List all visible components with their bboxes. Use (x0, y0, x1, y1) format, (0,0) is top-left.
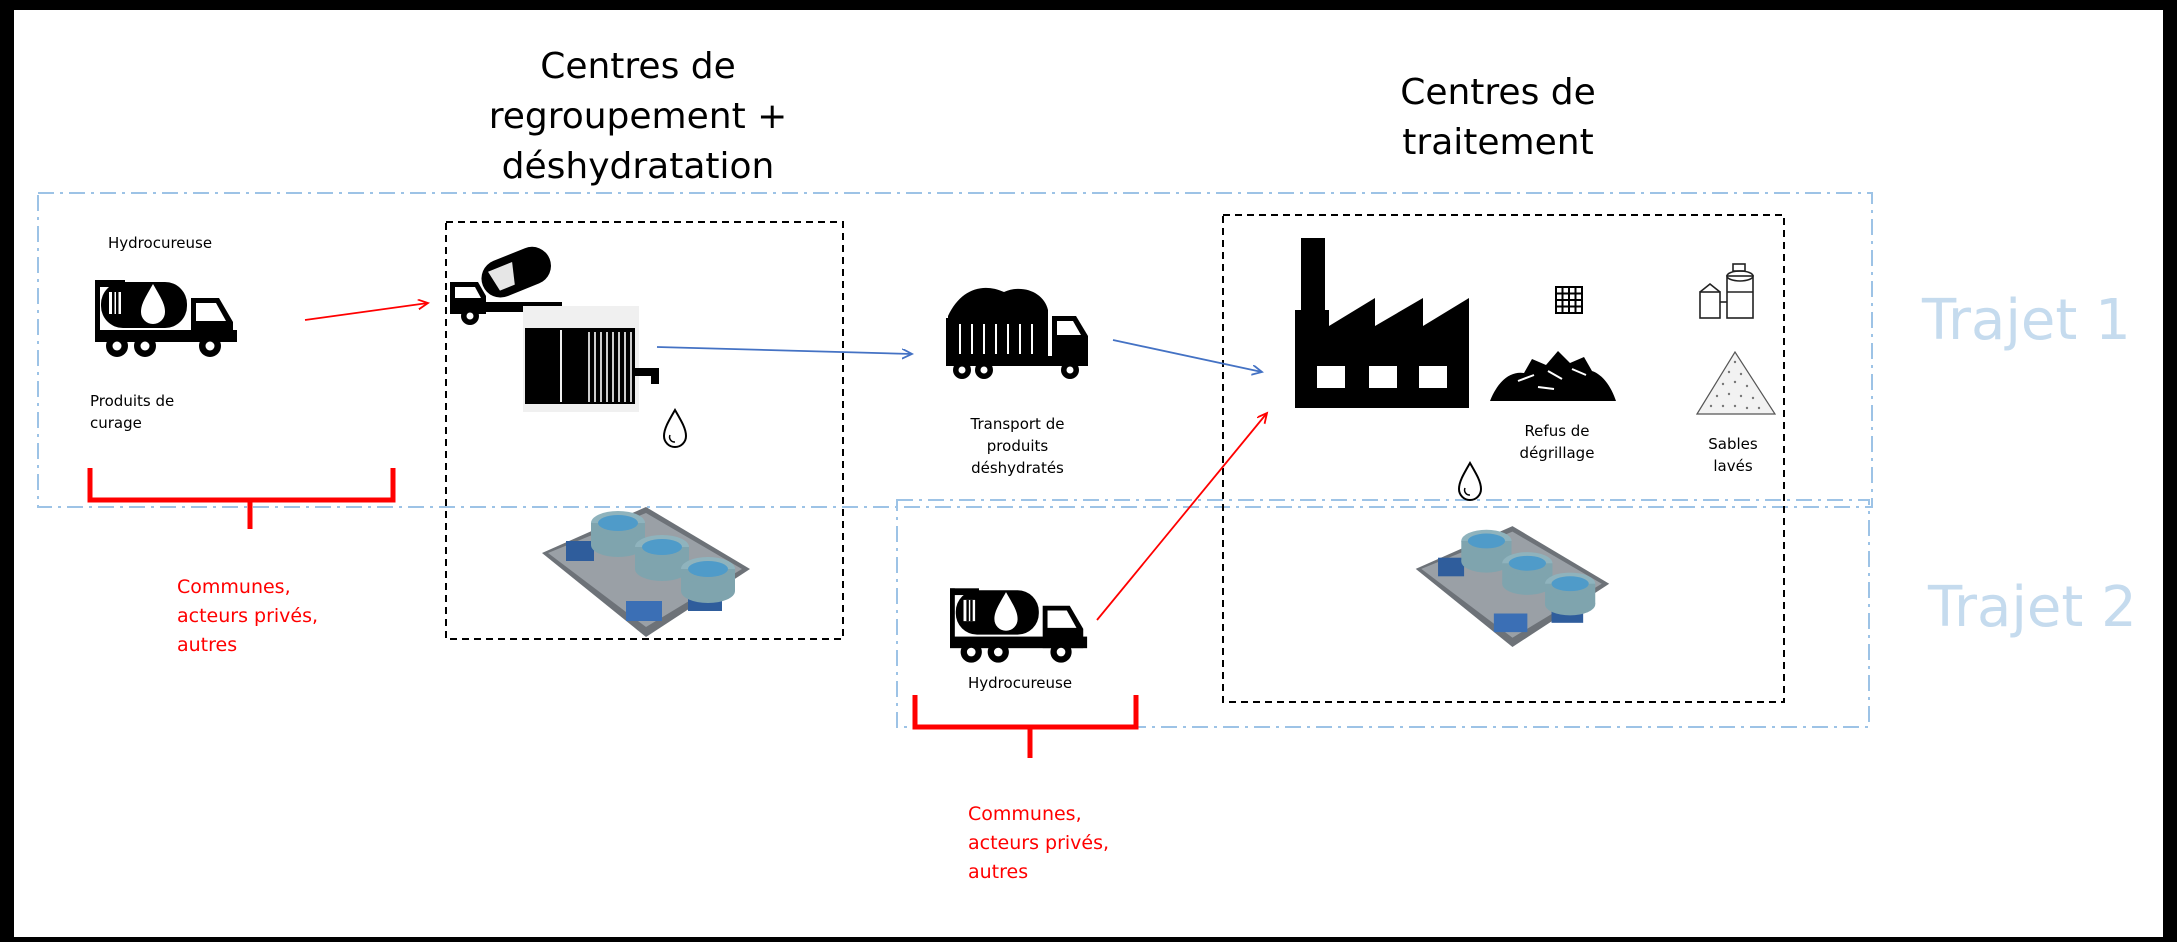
factory-small-icon (1699, 263, 1754, 319)
label-hydrocureuse-bottom: Hydrocureuse (968, 674, 1073, 692)
concrete-mixer-truck-icon (450, 246, 562, 325)
label-hydrocureuse-top: Hydrocureuse (108, 234, 213, 252)
trajet-2-label: Trajet 2 (1928, 575, 2137, 640)
actors-group-1: Communes, acteurs privés, autres (177, 576, 319, 656)
water-drop-icon (1457, 461, 1483, 501)
water-treatment-plant-icon (1415, 526, 1610, 647)
diagram-frame (14, 10, 2163, 937)
brace-group-1 (87, 468, 396, 529)
heading-traitement: Centres de traitement (1400, 72, 1596, 163)
arrow-hydrocureuse-to-traitement (1096, 413, 1267, 621)
arrow-curage-to-regroupement (304, 303, 428, 321)
actors-group-2: Communes, acteurs privés, autres (968, 803, 1110, 883)
tanker-truck-icon (950, 588, 1088, 663)
traitement-box (1222, 214, 1785, 703)
factory-icon (1295, 238, 1469, 408)
label-transport: Transport de produits déshydratés (970, 415, 1065, 477)
trajet-1-outline (37, 192, 1873, 508)
heading-regroupement: Centres de regroupement + déshydratation (488, 46, 788, 187)
trajet-1-label: Trajet 1 (1922, 288, 2131, 353)
dump-truck-icon (946, 287, 1088, 379)
tanker-truck-icon (95, 280, 237, 357)
label-refus: Refus de dégrillage (1519, 422, 1595, 462)
trajet-2-outline (896, 499, 1870, 728)
water-drop-icon (662, 408, 688, 448)
label-sables: Sables lavés (1708, 435, 1758, 475)
container-icon (523, 306, 659, 412)
arrow-transport-to-traitement (1112, 339, 1262, 372)
arrow-container-to-transport (656, 346, 912, 354)
regroupement-box (445, 221, 844, 640)
sand-pile-icon (1695, 350, 1777, 415)
grid-icon (1555, 286, 1583, 314)
debris-pile-icon (1490, 351, 1616, 401)
treatment-plant-icon (542, 507, 750, 637)
label-produits-curage: Produits de curage (90, 392, 175, 432)
brace-group-2 (912, 695, 1139, 758)
